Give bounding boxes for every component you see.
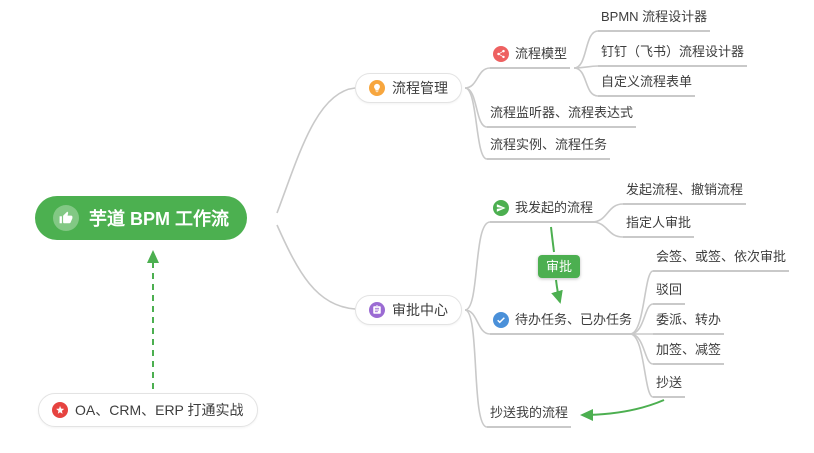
node-countersign[interactable]: 会签、或签、依次审批 (653, 248, 790, 272)
lightbulb-icon (369, 80, 385, 96)
node-process-instance[interactable]: 流程实例、流程任务 (487, 136, 611, 160)
node-assigned-approver[interactable]: 指定人审批 (623, 214, 695, 238)
node-integration-note[interactable]: OA、CRM、ERP 打通实战 (38, 393, 258, 427)
node-custom-form[interactable]: 自定义流程表单 (598, 73, 696, 97)
node-reject[interactable]: 驳回 (653, 281, 686, 305)
node-bpmn-designer[interactable]: BPMN 流程设计器 (598, 8, 711, 32)
node-cc[interactable]: 抄送 (653, 374, 686, 398)
node-process-listener[interactable]: 流程监听器、流程表达式 (487, 104, 637, 128)
node-delegate-transfer[interactable]: 委派、转办 (653, 311, 725, 335)
node-label: 流程模型 (515, 46, 568, 61)
node-label: 加签、减签 (656, 342, 722, 357)
approval-badge[interactable]: 审批 (538, 255, 581, 278)
green-arrows (147, 226, 665, 421)
node-dingtalk-designer[interactable]: 钉钉（飞书）流程设计器 (598, 43, 748, 67)
node-label: 发起流程、撤销流程 (626, 182, 744, 197)
cc-arrow (580, 399, 665, 421)
node-process-management[interactable]: 流程管理 (355, 73, 462, 103)
node-label: 审批中心 (392, 302, 448, 318)
star-icon (52, 402, 68, 418)
node-label: 指定人审批 (626, 215, 692, 230)
approval-badge-label: 审批 (546, 259, 573, 274)
node-add-remove-sign[interactable]: 加签、减签 (653, 341, 725, 365)
node-label: 我发起的流程 (515, 200, 594, 215)
approve-arrow-bottom (551, 279, 563, 304)
node-label: BPMN 流程设计器 (601, 9, 708, 24)
node-label: 钉钉（飞书）流程设计器 (601, 44, 745, 59)
node-todo-done-tasks[interactable]: 待办任务、已办任务 (490, 311, 636, 335)
share-icon (493, 46, 509, 62)
node-label: 抄送我的流程 (490, 405, 569, 420)
node-label: 流程监听器、流程表达式 (490, 105, 634, 120)
clipboard-icon (369, 302, 385, 318)
node-label: 待办任务、已办任务 (515, 312, 633, 327)
node-label: 委派、转办 (656, 312, 722, 327)
root-label: 芋道 BPM 工作流 (89, 209, 230, 229)
approve-arrow-top (550, 226, 555, 253)
node-label: 会签、或签、依次审批 (656, 249, 787, 264)
node-label: 流程管理 (392, 80, 448, 96)
thumbs-up-icon (53, 205, 79, 231)
node-label: 自定义流程表单 (601, 74, 693, 89)
send-icon (493, 200, 509, 216)
node-label: OA、CRM、ERP 打通实战 (75, 402, 244, 418)
root-node[interactable]: 芋道 BPM 工作流 (35, 196, 248, 240)
node-my-initiated[interactable]: 我发起的流程 (490, 199, 597, 223)
node-process-model[interactable]: 流程模型 (490, 45, 571, 69)
node-label: 流程实例、流程任务 (490, 137, 608, 152)
node-approval-center[interactable]: 审批中心 (355, 295, 462, 325)
node-initiate-revoke[interactable]: 发起流程、撤销流程 (623, 181, 747, 205)
node-label: 抄送 (656, 375, 683, 390)
node-cc-my-flows[interactable]: 抄送我的流程 (487, 404, 572, 428)
node-label: 驳回 (656, 282, 683, 297)
check-icon (493, 312, 509, 328)
